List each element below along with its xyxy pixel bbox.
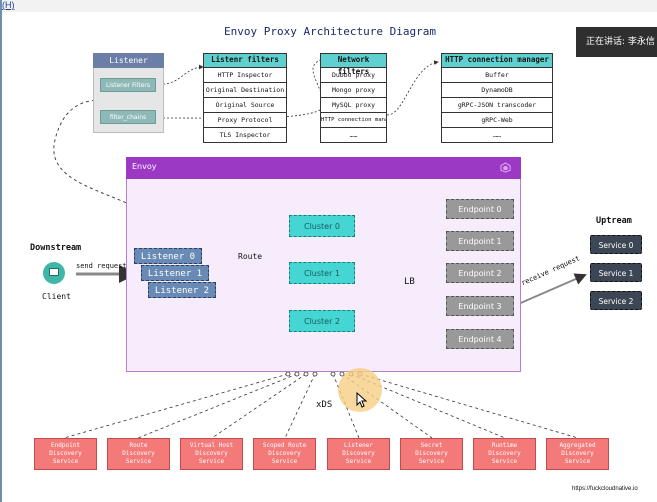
route-label: Route bbox=[238, 252, 263, 261]
xds-line: Service bbox=[345, 458, 372, 465]
hcm-filters-table: HTTP connection manager Buffer DynamoDB … bbox=[441, 53, 553, 143]
footer-url: https://fuckcloudnative.io bbox=[572, 486, 638, 492]
envoy-label: Envoy bbox=[132, 162, 157, 171]
xds-line: Service bbox=[271, 458, 298, 465]
xds-runtime-discovery-service: Runtime Discovery Service bbox=[473, 438, 536, 470]
listener-2: Listener 2 bbox=[148, 282, 216, 298]
listener-filters-node: Listener Filters bbox=[100, 78, 156, 92]
filter-chains-node: filter_chains bbox=[100, 110, 156, 124]
upstream-label: Uptream bbox=[596, 216, 632, 226]
endpoint-4: Endpoint 4 bbox=[446, 329, 514, 349]
xds-line: Service bbox=[564, 458, 591, 465]
table-row: Original Source bbox=[204, 98, 286, 113]
network-filters-table: Network filters Dubbo proxy Mongo proxy … bbox=[320, 53, 387, 143]
xds-line: Endpoint bbox=[51, 442, 80, 449]
edge-receive-request bbox=[515, 273, 587, 306]
table-row: Dubbo proxy bbox=[321, 68, 386, 83]
xds-line: Discovery bbox=[268, 450, 301, 457]
xds-line: Scoped Route bbox=[262, 442, 307, 449]
xds-line: Service bbox=[418, 458, 445, 465]
xds-line: Service bbox=[125, 458, 152, 465]
lb-label: LB bbox=[404, 277, 415, 287]
speaker-caption: 正在讲话: 李永信 bbox=[576, 27, 657, 57]
cluster-1: Cluster 1 bbox=[289, 262, 355, 284]
xds-line: Service bbox=[52, 458, 79, 465]
edge-chains-to-network-filters bbox=[162, 59, 323, 119]
table-header: Network filters bbox=[321, 54, 386, 76]
xds-line: Listener bbox=[344, 442, 373, 449]
xds-line: Service bbox=[198, 458, 225, 465]
table-row: DynamoDB bbox=[442, 83, 552, 98]
xds-scoped-route-discovery-service: Scoped Route Discovery Service bbox=[253, 438, 316, 470]
endpoint-3: Endpoint 3 bbox=[446, 296, 514, 316]
xds-aggregated-discovery-service: Aggregated Discovery Service bbox=[546, 438, 609, 470]
table-row: TLS Inspector bbox=[219, 131, 271, 139]
service-1: Service 1 bbox=[590, 263, 642, 282]
xds-edges bbox=[63, 373, 579, 439]
table-row: Mongo proxy bbox=[321, 83, 386, 98]
xds-route-discovery-service: Route Discovery Service bbox=[107, 438, 170, 470]
hotkey-label[interactable]: (H) bbox=[2, 0, 15, 10]
xds-line: Virtual Host bbox=[189, 442, 234, 449]
window-top-strip bbox=[0, 0, 657, 12]
xds-listener-discovery-service: Listener Discovery Service bbox=[327, 438, 390, 470]
listener-0: Listener 0 bbox=[134, 248, 202, 264]
xds-line: Discovery bbox=[342, 450, 375, 457]
client-screen-icon bbox=[49, 268, 59, 276]
table-row: …… bbox=[349, 131, 358, 139]
xds-virtual-host-discovery-service: Virtual Host Discovery Service bbox=[180, 438, 243, 470]
service-0: Service 0 bbox=[590, 235, 642, 254]
xds-secret-discovery-service: Secret Discovery Service bbox=[400, 438, 463, 470]
xds-label: xDS bbox=[316, 400, 333, 410]
table-row: Proxy Protocol bbox=[204, 113, 286, 128]
table-row: Original Destination bbox=[204, 83, 286, 98]
table-row: gRPC-Web bbox=[442, 113, 552, 128]
xds-line: Discovery bbox=[122, 450, 155, 457]
send-request-label: send request bbox=[76, 262, 127, 270]
envoy-logo-icon bbox=[500, 162, 511, 173]
downstream-label: Downstream bbox=[30, 243, 82, 253]
listener-1: Listener 1 bbox=[141, 265, 209, 281]
client-label: Client bbox=[42, 292, 71, 301]
cursor-pointer-icon bbox=[356, 392, 368, 408]
xds-line: Discovery bbox=[415, 450, 448, 457]
xds-line: Service bbox=[491, 458, 518, 465]
table-header: HTTP connection manager bbox=[442, 54, 552, 68]
xds-line: Discovery bbox=[195, 450, 228, 457]
endpoint-2: Endpoint 2 bbox=[446, 263, 514, 283]
diagram-title: Envoy Proxy Architecture Diagram bbox=[224, 25, 436, 38]
xds-line: Secret bbox=[420, 442, 443, 449]
xds-line: Discovery bbox=[488, 450, 521, 457]
table-row: …… bbox=[493, 131, 501, 139]
xds-line: Runtime bbox=[491, 442, 518, 449]
xds-endpoint-discovery-service: Endpoint Discovery Service bbox=[34, 438, 97, 470]
xds-line: Discovery bbox=[49, 450, 82, 457]
cluster-2: Cluster 2 bbox=[289, 310, 355, 332]
listener-box-title: Listener bbox=[93, 53, 164, 68]
endpoint-0: Endpoint 0 bbox=[446, 199, 514, 219]
listener-filters-table: Listenr filters HTTP Inspector Original … bbox=[203, 53, 287, 143]
edge-network-to-hcm bbox=[386, 60, 439, 116]
table-row: Buffer bbox=[442, 68, 552, 83]
cursor-highlight bbox=[338, 368, 382, 412]
endpoint-1: Endpoint 1 bbox=[446, 231, 514, 251]
table-row: MySQL proxy bbox=[321, 98, 386, 113]
edge-filters-to-listener-filters bbox=[162, 64, 204, 85]
table-row: gRPC-JSON transcoder bbox=[442, 98, 552, 113]
xds-line: Aggregated bbox=[559, 442, 596, 449]
xds-line: Discovery bbox=[561, 450, 594, 457]
cluster-0: Cluster 0 bbox=[289, 215, 355, 237]
service-2: Service 2 bbox=[590, 291, 642, 310]
table-row: HTTP connection manager bbox=[321, 113, 386, 128]
table-row: HTTP Inspector bbox=[204, 68, 286, 83]
table-header: Listenr filters bbox=[204, 54, 286, 68]
envoy-title-bar bbox=[126, 157, 521, 179]
xds-line: Route bbox=[129, 442, 148, 449]
